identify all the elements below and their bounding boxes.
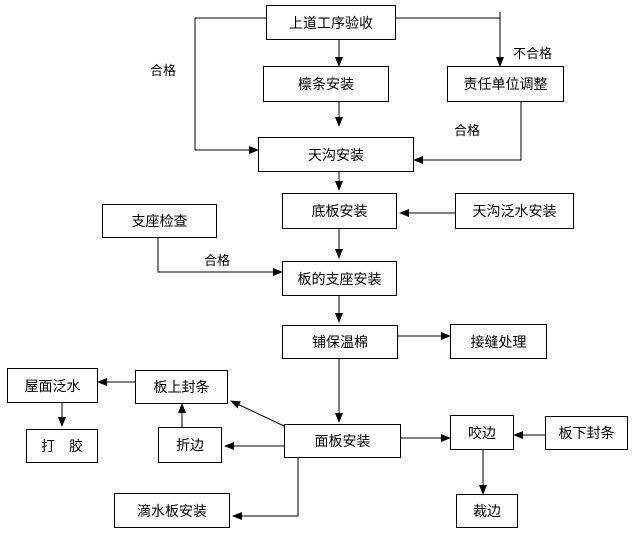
node-gutter-flashing-install: 天沟泛水安装 xyxy=(455,193,574,229)
node-glue: 打 胶 xyxy=(26,429,98,463)
node-seam-treatment: 接缝处理 xyxy=(450,324,547,359)
connector-inspection-to-responsibility xyxy=(396,17,504,67)
connector-face-to-drip xyxy=(232,458,299,520)
node-fold-edge: 折边 xyxy=(158,427,222,463)
edge-label-pass-left: 合格 xyxy=(150,64,177,79)
node-drip-plate-install: 滴水板安装 xyxy=(114,493,230,528)
node-bracket-check: 支座检查 xyxy=(102,204,217,238)
node-trim-edge: 裁边 xyxy=(456,494,518,528)
node-purlin-install: 檩条安装 xyxy=(263,66,389,102)
edge-label-pass-bracket: 合格 xyxy=(204,254,231,269)
node-prev-process-inspection: 上道工序验收 xyxy=(266,5,396,40)
edge-label-pass-right: 合格 xyxy=(454,124,481,139)
node-gutter-install: 天沟安装 xyxy=(258,137,414,172)
connector-face-to-upper-seal xyxy=(230,400,285,427)
node-lower-seal-strip: 板下封条 xyxy=(545,416,628,450)
edge-label-fail: 不合格 xyxy=(513,47,553,62)
node-lay-insulation: 铺保温棉 xyxy=(282,325,398,359)
node-panel-bracket-install: 板的支座安装 xyxy=(282,261,397,296)
node-responsibility-adjust: 责任单位调整 xyxy=(447,66,564,102)
node-roof-flashing: 屋面泛水 xyxy=(7,368,98,403)
node-seam-lock: 咬边 xyxy=(450,415,514,450)
node-base-panel-install: 底板安装 xyxy=(282,193,397,229)
connector-responsibility-to-gutter xyxy=(413,102,522,164)
node-face-panel-install: 面板安装 xyxy=(284,424,401,458)
node-upper-seal-strip: 板上封条 xyxy=(135,370,228,404)
connector-inspection-to-gutter xyxy=(194,17,266,154)
connector-bracket-check-to-install xyxy=(157,238,283,276)
